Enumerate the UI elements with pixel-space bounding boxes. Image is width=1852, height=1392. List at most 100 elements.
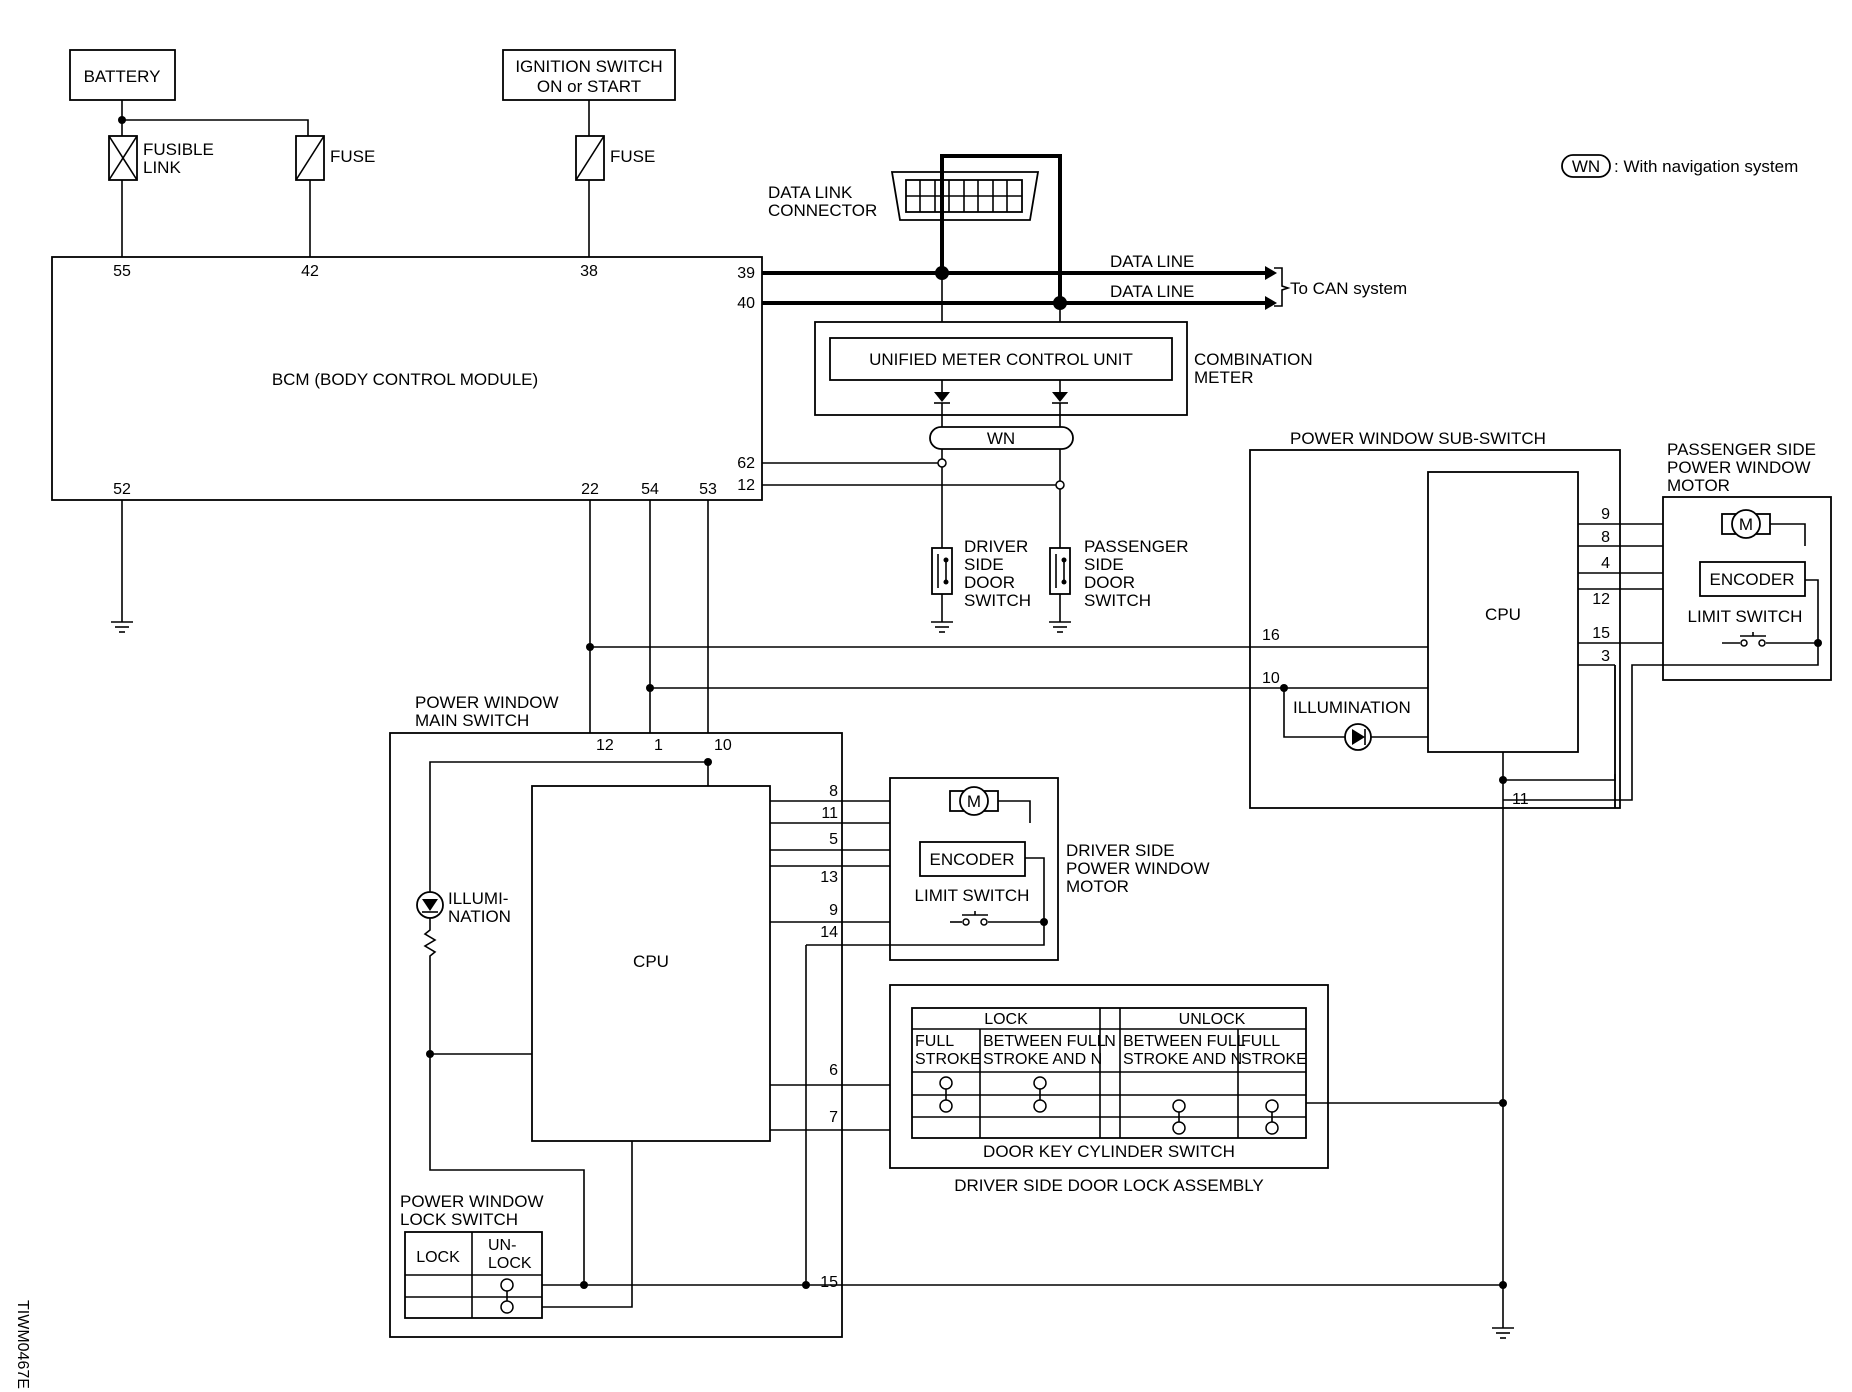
motor-icon	[1721, 509, 1771, 539]
key-full-stroke: FULL	[915, 1033, 954, 1050]
sub-switch-pin: 3	[1601, 648, 1610, 665]
sub-switch-pin: 9	[1601, 506, 1610, 523]
wn-label: WN	[987, 429, 1015, 448]
key-lock-header: LOCK	[984, 1011, 1028, 1028]
arrow-icon	[1265, 266, 1277, 280]
bcm-pin: 42	[301, 263, 319, 280]
limit-switch-icon	[1722, 632, 1818, 647]
led-icon	[416, 891, 444, 919]
fusible-link-label-1: FUSIBLE	[143, 140, 214, 159]
data-link-connector-icon	[890, 171, 1040, 221]
legend-symbol: WN	[1572, 157, 1600, 176]
ground-icon	[111, 621, 133, 633]
limit-switch-icon	[950, 911, 1044, 926]
passenger-encoder-box	[1699, 561, 1806, 597]
bcm-pin: 52	[113, 481, 131, 498]
sub-switch-pin: 15	[1592, 625, 1610, 642]
bcm-label: BCM (BODY CONTROL MODULE)	[272, 370, 538, 389]
battery-box	[69, 49, 176, 101]
bcm-pin: 12	[737, 477, 755, 494]
lock-switch-title: POWER WINDOW	[400, 1192, 544, 1211]
main-switch-pin: 1	[654, 737, 663, 754]
bcm-pin: 40	[737, 295, 755, 312]
lock-switch-unlock: LOCK	[488, 1255, 532, 1272]
bcm-pin: 62	[737, 455, 755, 472]
key-n: N	[1104, 1033, 1116, 1050]
key-unlock-header: UNLOCK	[1179, 1011, 1246, 1028]
driver-door-switch-label: SIDE	[964, 555, 1004, 574]
fuse-label: FUSE	[330, 147, 375, 166]
passenger-motor-title: PASSENGER SIDE	[1667, 440, 1816, 459]
driver-motor-m: M	[967, 792, 981, 811]
bcm-pin: 22	[581, 481, 599, 498]
main-switch-pin: 13	[820, 869, 838, 886]
passenger-door-switch-label: SWITCH	[1084, 591, 1151, 610]
key-between: BETWEEN FULL	[1123, 1033, 1246, 1050]
driver-encoder-label: ENCODER	[929, 850, 1014, 869]
sub-switch-pin: 8	[1601, 529, 1610, 546]
legend-text: : With navigation system	[1614, 157, 1798, 176]
diode-icon	[934, 392, 950, 402]
bcm-box	[51, 256, 763, 501]
ground-icon	[1492, 1327, 1514, 1339]
passenger-motor-m: M	[1739, 515, 1753, 534]
document-code: TIWM0467E	[14, 1300, 31, 1389]
combination-meter-label-1: COMBINATION	[1194, 350, 1313, 369]
passenger-door-switch-label: DOOR	[1084, 573, 1135, 592]
key-full-stroke: FULL	[1241, 1033, 1280, 1050]
connector-terminal	[1055, 480, 1065, 490]
driver-door-switch-label: DRIVER	[964, 537, 1028, 556]
main-switch-cpu-label: CPU	[633, 952, 669, 971]
sub-switch-cpu-label: CPU	[1485, 605, 1521, 624]
bcm-pin: 55	[113, 263, 131, 280]
passenger-door-switch-label: SIDE	[1084, 555, 1124, 574]
driver-door-switch-label: DOOR	[964, 573, 1015, 592]
junction-dot	[1499, 776, 1507, 784]
main-illumination-label: NATION	[448, 907, 511, 926]
motor-icon	[949, 786, 999, 816]
lock-switch-title: LOCK SWITCH	[400, 1210, 518, 1229]
ignition-label-2: ON or START	[537, 77, 641, 96]
sub-switch-pin: 10	[1262, 670, 1280, 687]
driver-door-switch-icon	[931, 547, 953, 595]
junction-dot	[1280, 684, 1288, 692]
main-switch-title: POWER WINDOW	[415, 693, 559, 712]
junction-dot	[646, 684, 654, 692]
passenger-door-switch-icon	[1049, 547, 1071, 595]
main-switch-cpu-box	[531, 785, 771, 1142]
main-switch-pin: 11	[821, 805, 838, 822]
data-line-label: DATA LINE	[1110, 252, 1194, 271]
key-between: STROKE AND N	[983, 1051, 1102, 1068]
passenger-motor-title: MOTOR	[1667, 476, 1730, 495]
main-switch-pin: 10	[714, 737, 732, 754]
bcm-pin: 54	[641, 481, 659, 498]
key-full-stroke: STROKE	[1241, 1051, 1307, 1068]
junction-dot	[802, 1281, 810, 1289]
sub-switch-cpu-box	[1427, 471, 1579, 753]
passenger-motor-title: POWER WINDOW	[1667, 458, 1811, 477]
diode-icon	[1052, 392, 1068, 402]
passenger-encoder-label: ENCODER	[1709, 570, 1794, 589]
main-switch-pin: 14	[820, 924, 838, 941]
sub-switch-pin: 12	[1592, 591, 1610, 608]
sub-switch-pin: 4	[1601, 555, 1610, 572]
driver-motor-title: POWER WINDOW	[1066, 859, 1210, 878]
data-line-label: DATA LINE	[1110, 282, 1194, 301]
led-icon	[1344, 723, 1372, 751]
ground-icon	[1049, 621, 1071, 633]
lock-switch-lock: LOCK	[416, 1249, 460, 1266]
fusible-link-label-2: LINK	[143, 158, 181, 177]
unified-meter-box	[829, 337, 1173, 381]
dlc-label-2: CONNECTOR	[768, 201, 877, 220]
key-full-stroke: STROKE	[915, 1051, 981, 1068]
brace-icon	[1274, 267, 1291, 307]
main-switch-pin: 15	[820, 1274, 838, 1291]
sub-switch-title: POWER WINDOW SUB-SWITCH	[1290, 429, 1546, 448]
battery-label: BATTERY	[84, 67, 161, 86]
unified-meter-label: UNIFIED METER CONTROL UNIT	[869, 350, 1133, 369]
key-cylinder-switch-label: DOOR KEY CYLINDER SWITCH	[983, 1142, 1235, 1161]
main-switch-pin: 9	[829, 902, 838, 919]
junction-dot	[580, 1281, 588, 1289]
legend-symbol-box	[1561, 154, 1611, 178]
